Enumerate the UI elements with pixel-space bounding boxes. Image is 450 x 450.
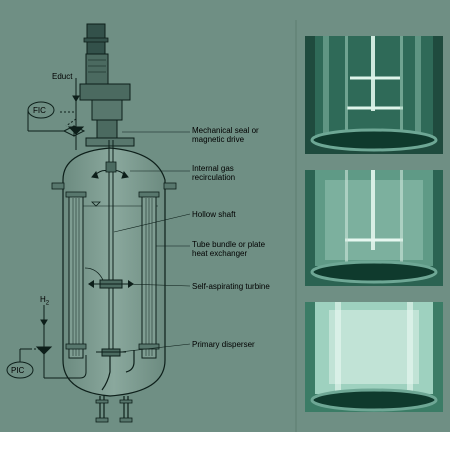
tube-bundle-label: Tube bundle or plate heat exchanger (192, 240, 266, 258)
bottom-strip (0, 432, 450, 450)
turbine-label: Self-aspirating turbine (192, 282, 270, 291)
vessel-flange (85, 137, 135, 147)
leader-lines (113, 131, 191, 353)
h2-feed-line (30, 305, 87, 379)
educt-label: Educt (52, 72, 73, 81)
hollow-shaft-label: Hollow shaft (192, 210, 236, 219)
photo-stirrer-calm (305, 36, 443, 154)
fic-valve (54, 125, 86, 137)
reactor-vessel (62, 147, 166, 397)
tube-bundle-left (65, 191, 87, 359)
drive-motor (79, 23, 131, 139)
photo-gas-dispersion (305, 302, 443, 412)
pic-label: PIC (11, 366, 25, 375)
side-nozzles (51, 182, 177, 190)
fic-label: FIC (33, 106, 46, 115)
gas-path-arrow (84, 267, 104, 281)
h2-label: H2 (40, 295, 50, 307)
bottom-flanges (95, 399, 133, 423)
mechanical-seal-label: Mechanical seal or magnetic drive (192, 126, 259, 144)
hollow-shaft (105, 140, 117, 356)
tube-bundle-right (138, 191, 160, 359)
gas-recirculation-arrows (91, 170, 129, 179)
photo-bubbles-rising (305, 170, 443, 286)
disperser-label: Primary disperser (192, 340, 255, 349)
internal-gas-label: Internal gas recirculation (192, 164, 236, 182)
